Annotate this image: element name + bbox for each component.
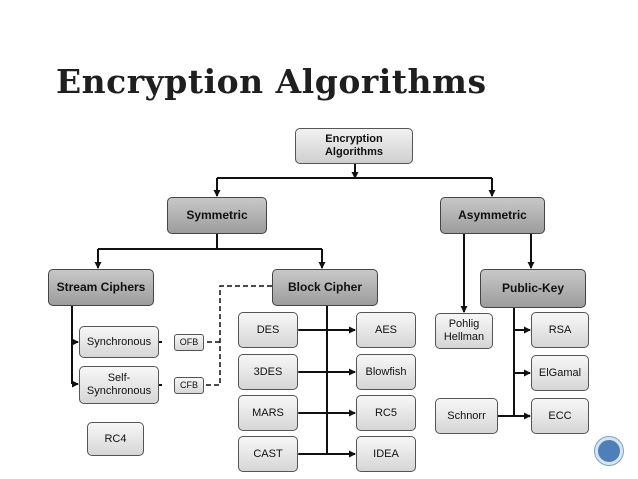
node-3des: 3DES xyxy=(238,354,298,390)
node-rc5: RC5 xyxy=(356,395,416,431)
node-synchronous: Synchronous xyxy=(79,326,159,358)
node-rsa: RSA xyxy=(531,312,589,348)
node-asymmetric: Asymmetric xyxy=(440,197,545,234)
node-block-cipher: Block Cipher xyxy=(272,269,378,306)
self-sync-line-2: Synchronous xyxy=(86,385,152,397)
node-ofb: OFB xyxy=(174,334,204,351)
node-rc4: RC4 xyxy=(87,422,144,456)
node-symmetric: Symmetric xyxy=(167,197,267,234)
node-stream-ciphers: Stream Ciphers xyxy=(48,269,154,306)
node-mars: MARS xyxy=(238,395,298,431)
next-slide-button[interactable] xyxy=(595,437,623,465)
node-aes: AES xyxy=(356,312,416,348)
root-line-2: Algorithms xyxy=(324,146,384,158)
node-blowfish: Blowfish xyxy=(356,354,416,390)
node-elgamal: ElGamal xyxy=(531,355,589,391)
root-line-1: Encryption xyxy=(325,133,383,146)
node-public-key: Public-Key xyxy=(480,269,586,308)
pohlig-line-1: Pohlig xyxy=(448,318,480,331)
encryption-diagram: Encryption Algorithms Symmetric Asymmetr… xyxy=(44,120,594,475)
node-encryption-algorithms: Encryption Algorithms xyxy=(295,128,413,164)
slide-title: Encryption Algorithms xyxy=(56,62,487,101)
node-self-synchronous: Self- Synchronous xyxy=(79,366,159,404)
pohlig-line-2: Hellman xyxy=(443,331,485,343)
self-sync-line-1: Self- xyxy=(107,372,131,385)
node-idea: IDEA xyxy=(356,436,416,472)
node-ecc: ECC xyxy=(531,398,589,434)
node-cfb: CFB xyxy=(174,377,204,394)
node-schnorr: Schnorr xyxy=(435,398,498,434)
node-des: DES xyxy=(238,312,298,348)
node-cast: CAST xyxy=(238,436,298,472)
node-pohlig-hellman: Pohlig Hellman xyxy=(435,313,493,349)
